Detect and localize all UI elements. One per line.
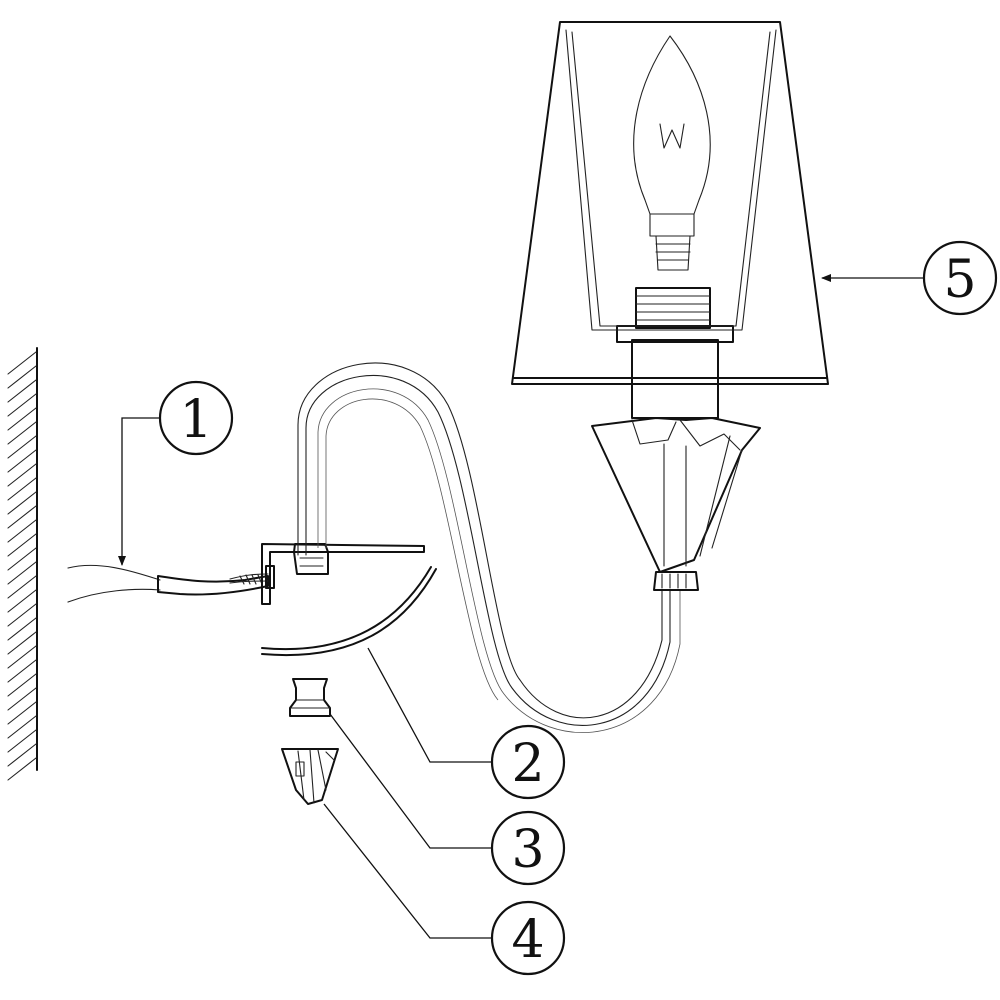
wall-hatch-line [7, 743, 37, 767]
wall-hatch-line [7, 757, 37, 781]
wall-hatch-line [7, 449, 37, 473]
wall-hatch-line [7, 701, 37, 725]
wall-hatch-line [7, 673, 37, 697]
canopy-plate [261, 566, 437, 657]
wall-hatch-line [7, 393, 37, 417]
callout-4: 4 [490, 900, 566, 976]
candle-bulb [633, 35, 711, 271]
socket-thread [635, 287, 711, 329]
wall-hatch-line [7, 645, 37, 669]
callout-2: 2 [490, 724, 566, 800]
callout-2-label: 2 [511, 734, 544, 794]
collar-nut [289, 678, 331, 717]
wall-hatch-line [7, 575, 37, 599]
wall-hatch-line [7, 687, 37, 711]
wall-hatch-line [7, 659, 37, 683]
leader-lines [118, 274, 924, 939]
bracket-screw [265, 565, 275, 589]
callout-5: 5 [922, 240, 998, 316]
mounting-bracket [261, 543, 425, 605]
wall-hatch-line [7, 463, 37, 487]
wall-hatch-line [7, 435, 37, 459]
wall [7, 347, 38, 781]
wall-hatch-line [7, 729, 37, 753]
wall-hatch-line [7, 491, 37, 515]
callout-4-label: 4 [511, 910, 544, 970]
wall-hatch-line [7, 421, 37, 445]
lamp-shade [511, 21, 829, 385]
wall-hatch-line [7, 617, 37, 641]
lamp-arm [297, 362, 681, 733]
wall-hatch-line [7, 561, 37, 585]
wall-hatch-line [7, 519, 37, 543]
cup-collar [653, 571, 699, 591]
wall-hatch-line [7, 715, 37, 739]
callout-1: 1 [158, 380, 234, 456]
wall-hatch-line [7, 589, 37, 613]
leader-4 [323, 803, 492, 939]
wall-hatch-line [7, 351, 37, 375]
crystal-cap [281, 748, 339, 805]
wall-hatch-line [7, 533, 37, 557]
wall-hatch-line [7, 365, 37, 389]
wall-hatch-line [7, 603, 37, 627]
wall-hatching [7, 351, 37, 781]
wall-hatch-line [7, 547, 37, 571]
leader-2 [367, 647, 492, 763]
callout-3-label: 3 [511, 820, 544, 880]
bracket-nut [293, 543, 329, 575]
power-cable [67, 564, 269, 603]
candle-cup [591, 417, 761, 591]
lamp-socket [616, 287, 734, 419]
wall-hatch-line [7, 477, 37, 501]
wall-hatch-line [7, 505, 37, 529]
leader-1 [118, 417, 160, 566]
wall-hatch-line [7, 631, 37, 655]
leader-3 [329, 713, 492, 849]
callout-1-label: 1 [179, 390, 212, 450]
callout-3: 3 [490, 810, 566, 886]
callout-5-label: 5 [943, 250, 976, 310]
wall-hatch-line [7, 407, 37, 431]
wall-hatch-line [7, 379, 37, 403]
